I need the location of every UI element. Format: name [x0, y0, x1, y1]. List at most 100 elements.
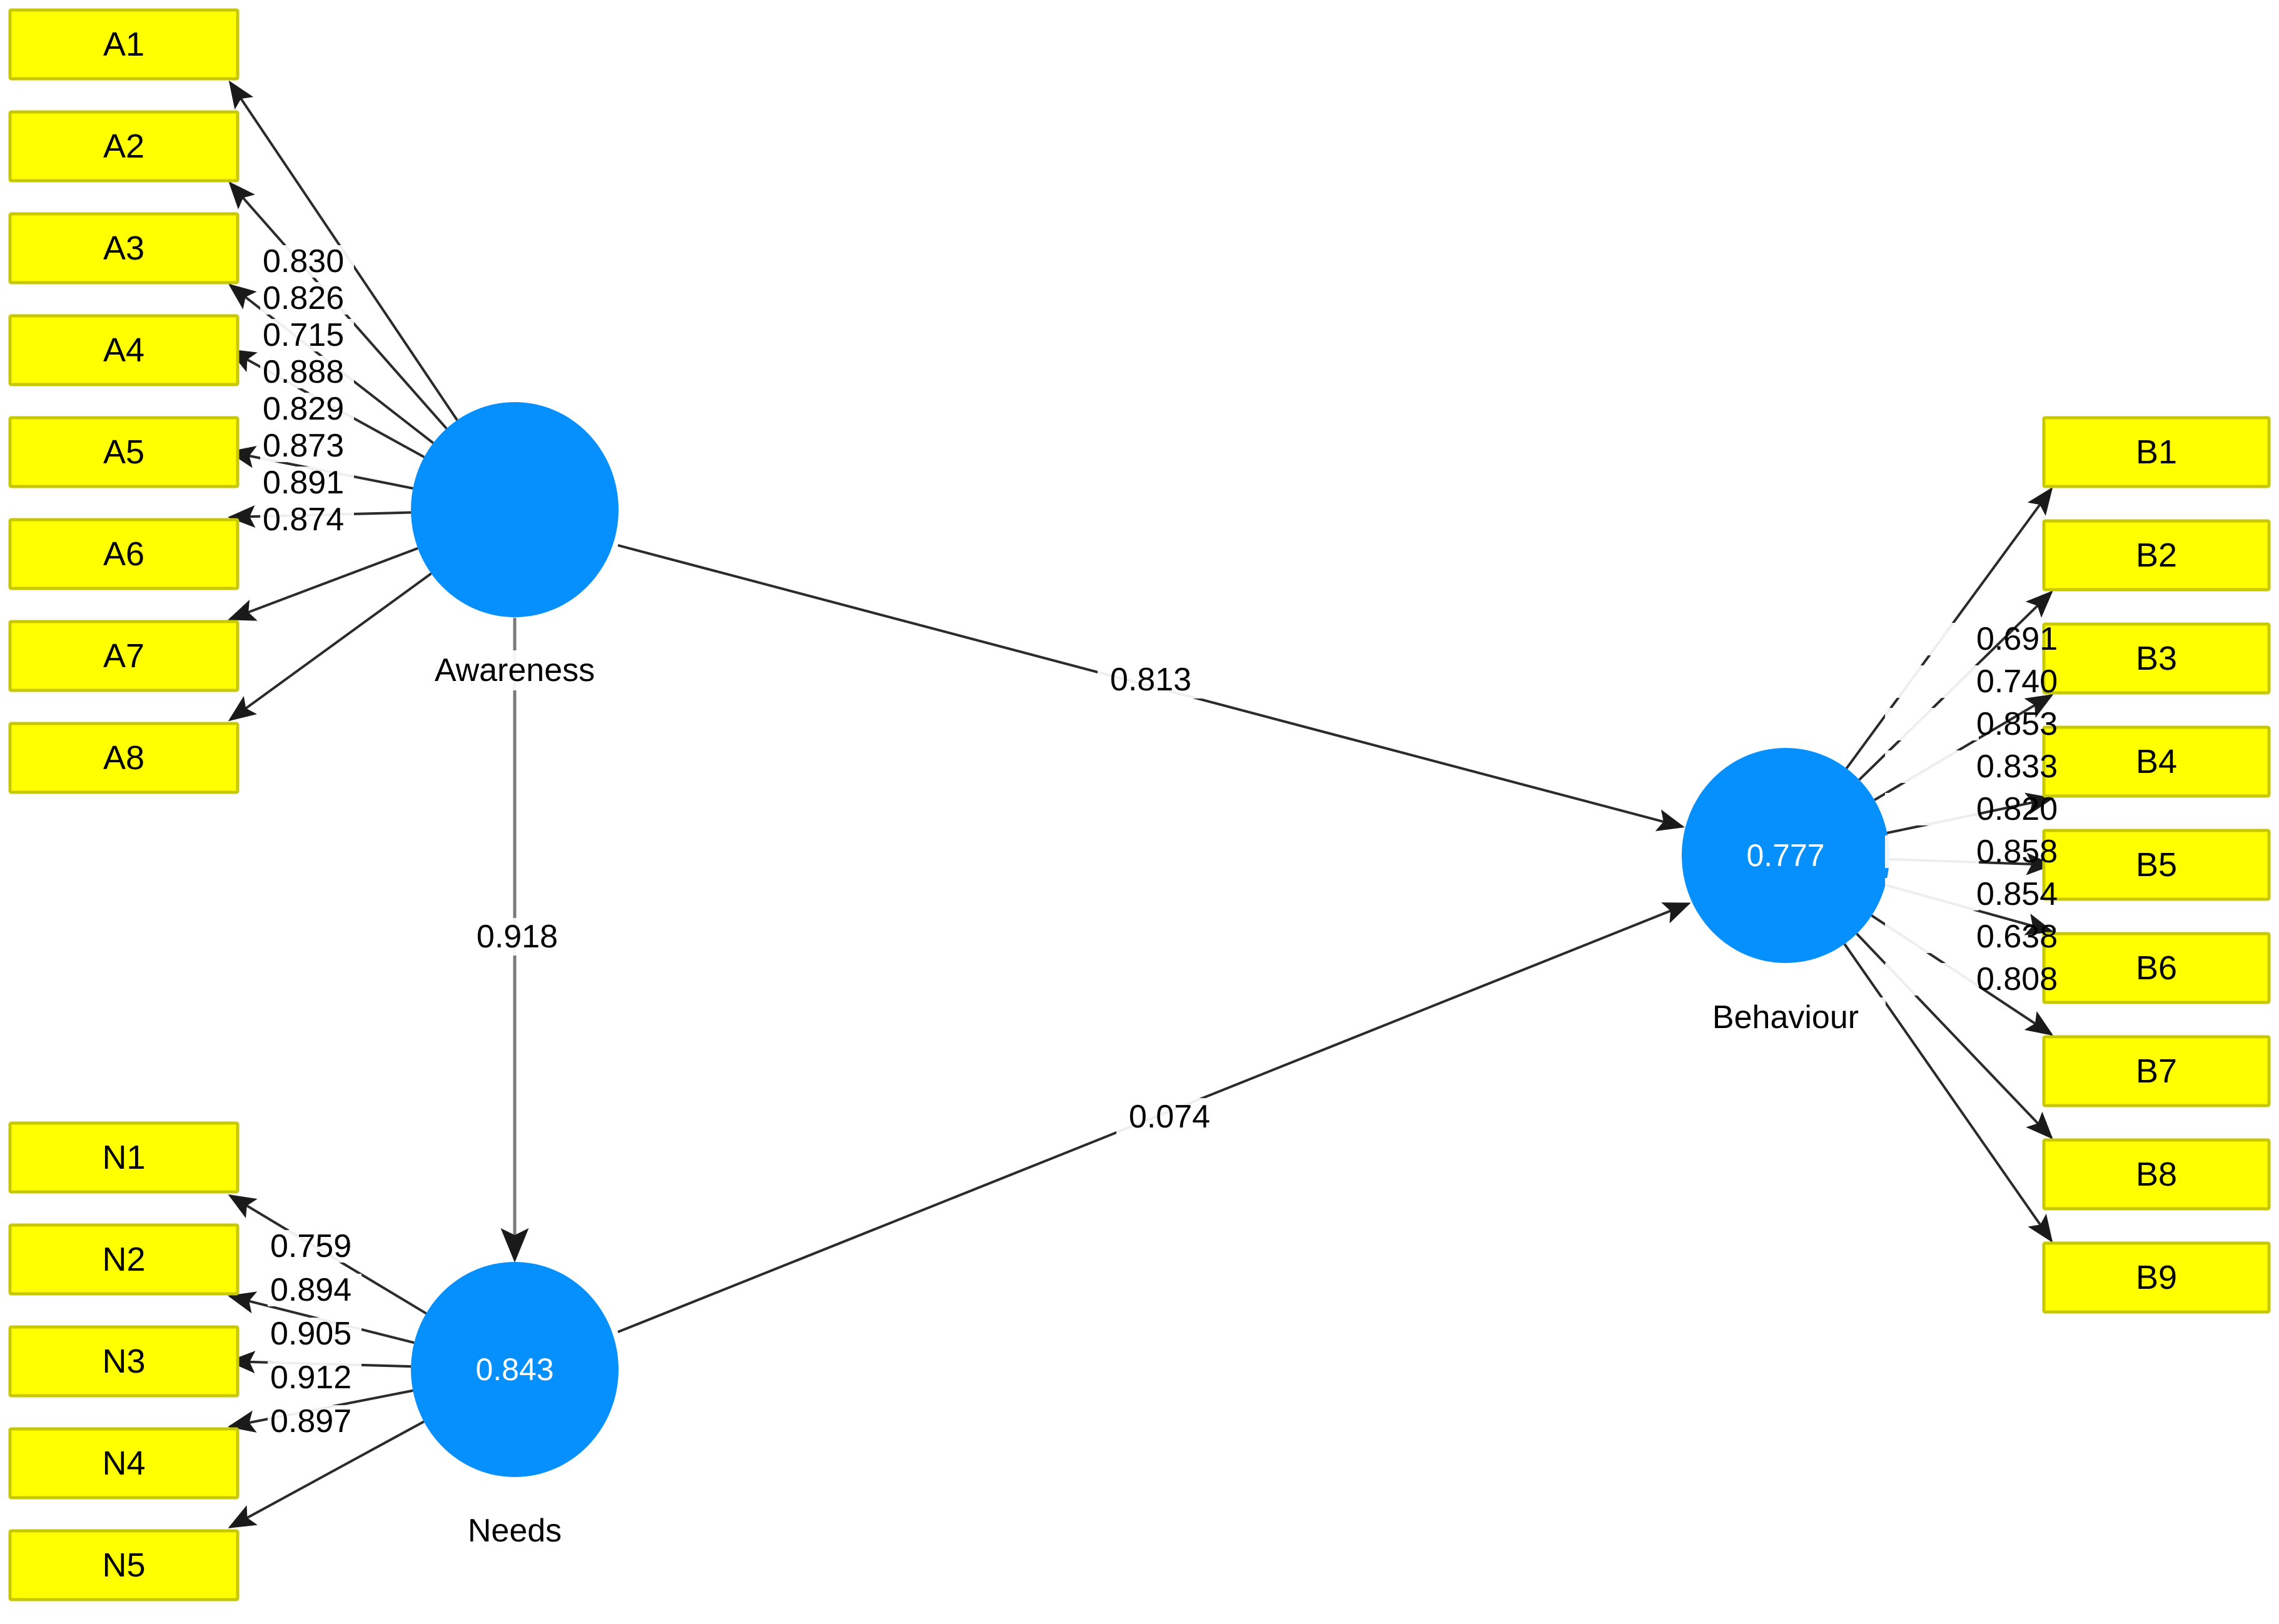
indicator-box-a7[interactable] [8, 620, 240, 692]
indicator-label-b1: B1 [2136, 433, 2177, 471]
indicator-box-n1[interactable] [8, 1121, 240, 1194]
indicator-box-n3[interactable] [8, 1325, 240, 1398]
loading-arrow-n5 [228, 1420, 425, 1528]
indicator-box-a2[interactable] [8, 110, 240, 183]
indicator-label-n2: N2 [102, 1241, 145, 1278]
loading-label-halo-b2 [1885, 665, 1979, 698]
loading-label-halo-a4 [260, 356, 354, 388]
indicator-box-a4[interactable] [8, 314, 240, 386]
indicator-label-b2: B2 [2136, 537, 2177, 574]
construct-name-halo-needs [415, 1511, 615, 1551]
indicator-box-b2[interactable] [2042, 519, 2271, 592]
indicator-box-b7[interactable] [2042, 1035, 2271, 1107]
indicator-box-b3[interactable] [2042, 622, 2271, 695]
indicator-box-n5[interactable] [8, 1529, 240, 1601]
loading-value-a1: 0.830 [263, 243, 344, 280]
indicator-box-n4[interactable] [8, 1427, 240, 1500]
loading-label-halo-n4 [268, 1361, 361, 1394]
indicator-label-n4: N4 [102, 1445, 145, 1482]
indicator-label-b9: B9 [2136, 1259, 2177, 1296]
loading-label-halo-b9 [1885, 963, 1979, 996]
indicator-label-b6: B6 [2136, 949, 2177, 987]
indicator-box-b9[interactable] [2042, 1241, 2271, 1314]
loading-value-b4: 0.833 [1976, 749, 2058, 785]
indicator-label-a6: A6 [103, 535, 144, 573]
path-coefficient-awareness-to-needs: 0.918 [477, 919, 558, 955]
loading-label-halo-b5 [1885, 793, 1979, 825]
indicator-box-a5[interactable] [8, 416, 240, 488]
indicator-label-b7: B7 [2136, 1052, 2177, 1090]
indicator-label-b3: B3 [2136, 640, 2177, 677]
path-coefficient-needs-to-behaviour: 0.074 [1129, 1099, 1210, 1135]
indicator-box-b1[interactable] [2042, 416, 2271, 488]
loading-value-a6: 0.873 [263, 428, 344, 464]
loading-label-halo-a5 [260, 393, 354, 425]
loading-arrow-a8 [228, 572, 432, 722]
path-coefficient-labels-group: 0.813 0.918 0.074 [464, 661, 1223, 1136]
loading-value-n4: 0.912 [270, 1359, 351, 1396]
loading-value-a5: 0.829 [263, 391, 344, 427]
loading-value-a4: 0.888 [263, 354, 344, 390]
indicator-box-a1[interactable] [8, 8, 240, 81]
indicator-box-a6[interactable] [8, 518, 240, 590]
indicator-boxes-group: A1A2A3A4A5A6A7A8N1N2N3N4N5B1B2B3B4B5B6B7… [8, 8, 2271, 1601]
indicator-box-n2[interactable] [8, 1223, 240, 1296]
loading-value-n5: 0.897 [270, 1403, 351, 1440]
indicator-label-b4: B4 [2136, 743, 2177, 780]
indicator-label-n5: N5 [102, 1546, 145, 1584]
loading-label-halo-b6 [1885, 835, 1979, 868]
construct-node-behaviour[interactable] [1682, 748, 1889, 963]
construct-name-awareness: Awareness [435, 652, 595, 688]
loading-arrow-b9 [1843, 943, 2053, 1243]
indicator-box-b5[interactable] [2042, 829, 2271, 901]
loading-value-b9: 0.808 [1976, 961, 2058, 997]
loading-label-halo-n5 [268, 1405, 361, 1438]
indicator-label-a1: A1 [103, 26, 144, 63]
path-coefficient-awareness-to-behaviour: 0.813 [1110, 662, 1191, 698]
indicator-label-b8: B8 [2136, 1156, 2177, 1193]
loading-label-halo-n3 [268, 1318, 361, 1350]
indicator-label-a5: A5 [103, 433, 144, 471]
path-coef-halo-awareness-to-behaviour [1098, 661, 1204, 699]
indicator-label-b5: B5 [2136, 846, 2177, 884]
construct-name-behaviour: Behaviour [1712, 999, 1859, 1036]
indicator-box-b4[interactable] [2042, 725, 2271, 798]
loading-label-halo-n2 [268, 1274, 361, 1306]
loading-value-a8: 0.874 [263, 502, 344, 538]
construct-node-needs[interactable] [411, 1262, 619, 1477]
loading-label-halo-b7 [1885, 878, 1979, 910]
indicator-label-a8: A8 [103, 739, 144, 777]
indicator-label-a3: A3 [103, 229, 144, 267]
loading-value-b1: 0.691 [1976, 621, 2058, 657]
loading-label-halo-b8 [1885, 920, 1979, 953]
loading-label-halo-a2 [260, 282, 354, 315]
construct-name-halo-behaviour [1685, 997, 1886, 1037]
loading-value-b5: 0.820 [1976, 791, 2058, 827]
loading-label-halo-b3 [1885, 708, 1979, 740]
loading-label-halo-b4 [1885, 750, 1979, 783]
loading-label-halo-a8 [260, 503, 354, 536]
indicator-label-a4: A4 [103, 331, 144, 369]
loading-value-a3: 0.715 [263, 317, 344, 353]
loading-value-n3: 0.905 [270, 1316, 351, 1352]
loading-value-b6: 0.858 [1976, 834, 2058, 870]
indicator-label-a2: A2 [103, 128, 144, 165]
construct-name-halo-awareness [415, 650, 615, 690]
indicator-box-b8[interactable] [2042, 1138, 2271, 1211]
loading-label-halo-n1 [268, 1230, 361, 1263]
loading-label-halo-a7 [260, 467, 354, 499]
construct-r2-needs: 0.843 [475, 1352, 553, 1387]
path-coef-halo-awareness-to-needs [464, 918, 570, 956]
indicator-box-a8[interactable] [8, 722, 240, 794]
loading-arrow-a7 [228, 547, 418, 621]
indicator-box-b6[interactable] [2042, 932, 2271, 1004]
indicator-box-a3[interactable] [8, 212, 240, 285]
path-coef-halo-needs-to-behaviour [1116, 1098, 1223, 1136]
loading-value-b7: 0.854 [1976, 876, 2058, 912]
loading-value-a2: 0.826 [263, 280, 344, 316]
construct-node-awareness[interactable] [411, 402, 619, 617]
loading-value-b2: 0.740 [1976, 663, 2058, 700]
